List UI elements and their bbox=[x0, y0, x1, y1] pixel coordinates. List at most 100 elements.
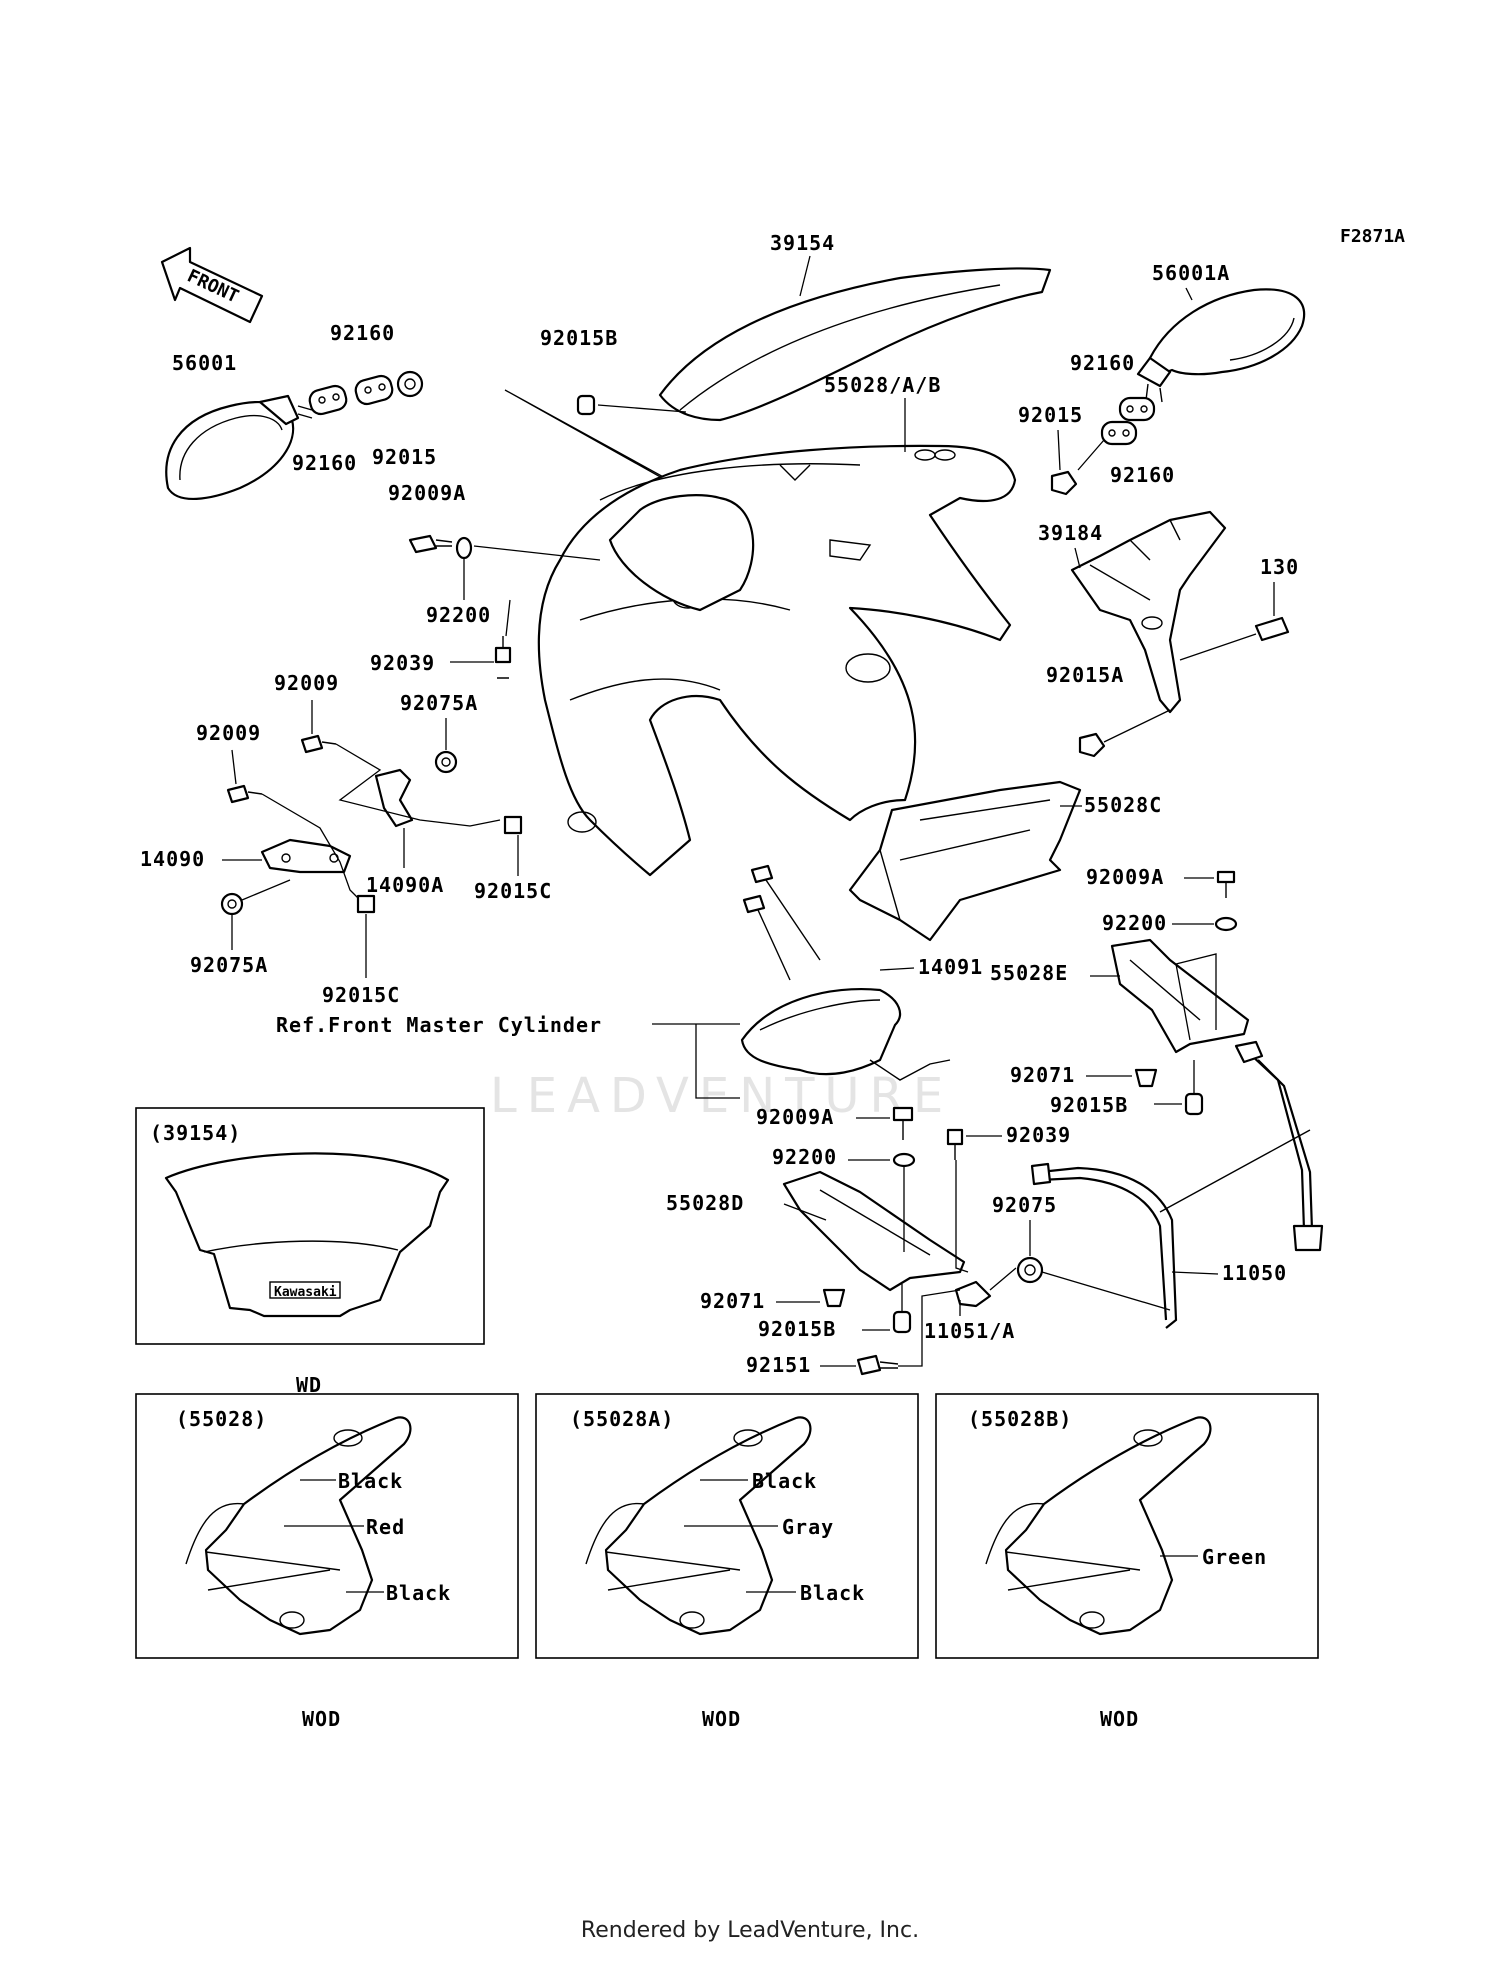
label-92015C-right: 92015C bbox=[474, 879, 552, 903]
grommet-92015B-mid bbox=[892, 1310, 912, 1334]
grommet-plate-left-1 bbox=[308, 384, 348, 416]
pin-92039-mid bbox=[946, 1128, 964, 1160]
pin-92039-top bbox=[494, 636, 512, 679]
bolt-92009-a bbox=[300, 734, 337, 754]
clamp-11051A bbox=[954, 1280, 992, 1308]
grommet-92071-mid bbox=[822, 1288, 846, 1308]
label-92015-right: 92015 bbox=[1018, 403, 1083, 427]
inset-cowl-55028A-caption: WOD bbox=[702, 1707, 741, 1731]
inset-cowl-55028A-color-3: Black bbox=[800, 1581, 865, 1605]
label-92009A-mid: 92009A bbox=[756, 1105, 834, 1129]
inset-cowl-55028-color-1: Black bbox=[338, 1469, 403, 1493]
bolt-92009-b bbox=[226, 784, 263, 804]
label-92071-right: 92071 bbox=[1010, 1063, 1075, 1087]
upper-cowl-part bbox=[537, 444, 1017, 877]
inset-cowl-55028: (55028) Black Red Black WOD bbox=[135, 1393, 519, 1731]
label-92200-mid: 92200 bbox=[772, 1145, 837, 1169]
label-92015C-bottom: 92015C bbox=[322, 983, 400, 1007]
watermark: LEADVENTURE bbox=[490, 1068, 953, 1124]
inset-windshield-logo: Kawasaki bbox=[274, 1285, 337, 1300]
label-92009-b: 92009 bbox=[196, 721, 261, 745]
label-92015A: 92015A bbox=[1046, 663, 1124, 687]
bolt-master-cylinder-2 bbox=[742, 894, 791, 981]
bolt-130 bbox=[1254, 616, 1290, 642]
bolt-92009A-mid bbox=[892, 1106, 914, 1140]
inset-cowl-55028B-title: (55028B) bbox=[968, 1407, 1072, 1431]
label-11050: 11050 bbox=[1222, 1261, 1287, 1285]
label-92009A-top: 92009A bbox=[388, 481, 466, 505]
label-92200-top: 92200 bbox=[426, 603, 491, 627]
label-92015: 92015 bbox=[372, 445, 437, 469]
label-92075A-top: 92075A bbox=[400, 691, 478, 715]
bracket-14090A bbox=[374, 768, 414, 828]
bracket-14090 bbox=[260, 838, 352, 874]
label-92160-d: 92160 bbox=[1110, 463, 1175, 487]
clip-92015C-bottom bbox=[356, 894, 376, 914]
inset-cowl-55028A-title: (55028A) bbox=[570, 1407, 674, 1431]
grommet-92071-right bbox=[1134, 1068, 1158, 1088]
label-14091: 14091 bbox=[918, 955, 983, 979]
bolt-92009A-right bbox=[1216, 870, 1236, 898]
label-55028C: 55028C bbox=[1084, 793, 1162, 817]
side-panel-55028D-part bbox=[782, 1170, 966, 1292]
grommet-plate-right-2 bbox=[1100, 420, 1138, 446]
label-55028AB: 55028/A/B bbox=[824, 373, 941, 397]
label-14090: 14090 bbox=[140, 847, 205, 871]
label-ref-master-cylinder: Ref.Front Master Cylinder bbox=[276, 1013, 602, 1037]
label-92039-top: 92039 bbox=[370, 651, 435, 675]
label-14090A: 14090A bbox=[366, 873, 444, 897]
bolt-92009A-top bbox=[408, 534, 453, 554]
inset-windshield: (39154) Kawasaki WD bbox=[135, 1107, 485, 1397]
bolt-master-cylinder-1 bbox=[750, 864, 821, 961]
grommet-92015B-top bbox=[576, 394, 596, 416]
inset-windshield-caption: WD bbox=[296, 1373, 322, 1397]
label-39154: 39154 bbox=[770, 231, 835, 255]
label-92160-c: 92160 bbox=[1070, 351, 1135, 375]
bolt-92151 bbox=[856, 1354, 899, 1376]
inset-cowl-55028-caption: WOD bbox=[302, 1707, 341, 1731]
cowl-stay-part bbox=[1030, 1040, 1324, 1329]
label-56001: 56001 bbox=[172, 351, 237, 375]
master-cylinder-cover-part bbox=[740, 988, 951, 1081]
inset-cowl-55028A-color-2: Gray bbox=[782, 1515, 834, 1539]
mirror-left-part bbox=[165, 394, 313, 500]
grommet-92075 bbox=[1016, 1256, 1044, 1284]
figure-code: F2871A bbox=[1340, 226, 1405, 247]
grommet-92075A-bottom bbox=[220, 892, 244, 916]
label-92039-mid: 92039 bbox=[1006, 1123, 1071, 1147]
washer-92200-top bbox=[455, 536, 473, 560]
inner-panel-part bbox=[848, 780, 1082, 942]
grommet-plate-right-1 bbox=[1118, 396, 1156, 422]
label-92071-mid: 92071 bbox=[700, 1289, 765, 1313]
nut-92015A bbox=[1078, 732, 1106, 758]
label-92200-right: 92200 bbox=[1102, 911, 1167, 935]
label-92160-b: 92160 bbox=[292, 451, 357, 475]
grommet-plate-left-2 bbox=[354, 374, 394, 406]
side-panel-55028E-part bbox=[1110, 938, 1250, 1054]
label-55028D: 55028D bbox=[666, 1191, 744, 1215]
clip-92015C-right bbox=[503, 815, 523, 835]
front-arrow-icon: FRONT bbox=[160, 246, 264, 324]
stay-bracket-part bbox=[1070, 510, 1227, 714]
windshield-part bbox=[658, 267, 1052, 422]
inset-cowl-55028-title: (55028) bbox=[176, 1407, 267, 1431]
label-56001A: 56001A bbox=[1152, 261, 1230, 285]
washer-92200-mid bbox=[892, 1152, 916, 1168]
label-92009-a: 92009 bbox=[274, 671, 339, 695]
inset-cowl-55028-color-2: Red bbox=[366, 1515, 405, 1539]
nut-92015-right bbox=[1050, 470, 1078, 496]
label-92015B-right: 92015B bbox=[1050, 1093, 1128, 1117]
footer-credit: Rendered by LeadVenture, Inc. bbox=[580, 1918, 920, 1943]
label-92075: 92075 bbox=[992, 1193, 1057, 1217]
inset-windshield-title: (39154) bbox=[150, 1121, 241, 1145]
label-92151: 92151 bbox=[746, 1353, 811, 1377]
label-92075A-bottom: 92075A bbox=[190, 953, 268, 977]
inset-cowl-55028B-caption: WOD bbox=[1100, 1707, 1139, 1731]
label-92160-a: 92160 bbox=[330, 321, 395, 345]
mirror-right-part bbox=[1136, 288, 1306, 403]
grommet-92075A-top bbox=[434, 750, 458, 774]
label-55028E: 55028E bbox=[990, 961, 1068, 985]
inset-cowl-55028B-color-1: Green bbox=[1202, 1545, 1267, 1569]
washer-92200-right bbox=[1214, 916, 1238, 932]
